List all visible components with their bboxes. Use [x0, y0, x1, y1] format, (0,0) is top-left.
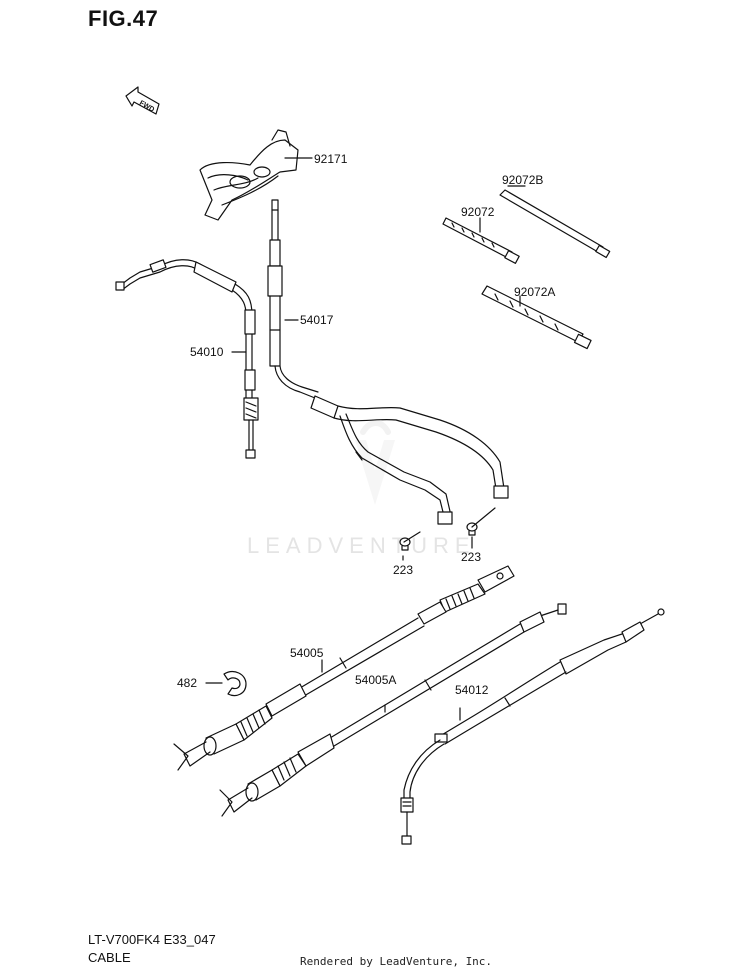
fwd-arrow-icon: FWD — [125, 86, 160, 115]
tie-92072A-part — [481, 285, 592, 350]
callout-92072: 92072 — [461, 205, 495, 219]
watermark-logo — [355, 420, 395, 505]
watermark-text: LEADVENTURE — [247, 533, 476, 558]
tie-92072B-part — [499, 185, 611, 259]
cable-54012-part — [400, 608, 665, 845]
callout-223-right: 223 — [461, 550, 481, 564]
cable-54017-part — [267, 199, 509, 525]
rendered-by-credit: Rendered by LeadVenture, Inc. — [300, 955, 493, 968]
cable-54010-part — [115, 259, 259, 459]
callout-54005: 54005 — [290, 646, 324, 660]
section-name: CABLE — [88, 950, 131, 965]
clip-482-part — [205, 671, 247, 697]
cable-54005A-part — [219, 603, 567, 817]
callout-92072B: 92072B — [502, 173, 543, 187]
callout-54012: 54012 — [455, 683, 489, 697]
clamp-92171-part — [199, 129, 313, 221]
callout-92171: 92171 — [314, 152, 348, 166]
tie-92072-part — [442, 217, 520, 264]
callout-482: 482 — [177, 676, 197, 690]
cable-54005-part — [173, 565, 515, 771]
figure-title: FIG.47 — [88, 6, 159, 31]
screw-223-left-part — [399, 531, 421, 561]
model-code: LT-V700FK4 E33_047 — [88, 932, 216, 947]
callout-54010: 54010 — [190, 345, 224, 359]
callout-223-left: 223 — [393, 563, 413, 577]
callout-54005A: 54005A — [355, 673, 396, 687]
callout-92072A: 92072A — [514, 285, 555, 299]
screw-223-right-part — [466, 507, 496, 549]
callout-54017: 54017 — [300, 313, 334, 327]
